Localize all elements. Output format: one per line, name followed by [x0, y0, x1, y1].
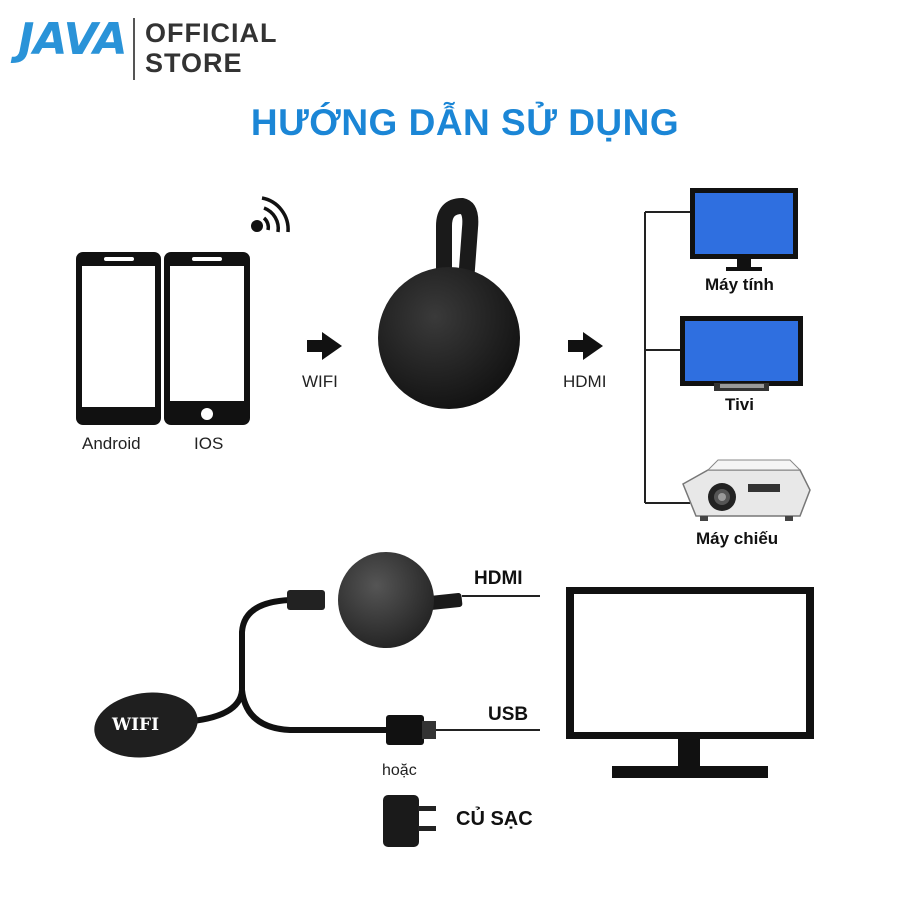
chromecast-dongle-icon	[378, 197, 520, 409]
wifi-antenna-icon	[94, 692, 198, 758]
android-phone-icon	[76, 252, 161, 425]
arrow-right-icon-hdmi	[568, 332, 603, 360]
large-monitor-icon	[566, 587, 814, 778]
setup-usb-label: USB	[488, 704, 529, 725]
charger-icon	[383, 795, 436, 847]
output-label-tv: Tivi	[725, 395, 754, 414]
ios-phone-icon	[164, 252, 250, 425]
monitor-icon	[690, 188, 798, 271]
output-label-computer: Máy tính	[705, 275, 774, 294]
brand-line-official: OFFICIAL	[145, 18, 278, 48]
brand-divider	[133, 18, 135, 80]
wifi-label: WIFI	[302, 372, 338, 391]
hdmi-label: HDMI	[563, 372, 607, 391]
arrow-right-icon-wifi	[307, 332, 342, 360]
micro-usb-plug-icon	[287, 590, 325, 610]
usb-plug-icon	[386, 715, 436, 745]
projector-icon	[682, 459, 811, 521]
charger-label: CỦ SẠC	[456, 808, 533, 830]
brand-logo: JAVA	[18, 14, 128, 65]
output-label-projector: Máy chiếu	[696, 529, 779, 548]
ios-label: IOS	[194, 434, 224, 453]
cable	[179, 597, 391, 733]
setup-hdmi-label: HDMI	[474, 568, 523, 589]
dongle-setup-icon	[338, 552, 463, 648]
android-label: Android	[82, 434, 141, 453]
brand-name: OFFICIAL STORE	[145, 18, 277, 78]
or-label: hoặc	[382, 762, 417, 779]
wifi-icon	[251, 196, 290, 233]
page-title: HƯỚNG DẪN SỬ DỤNG	[250, 102, 680, 143]
brand-line-store: STORE	[145, 48, 243, 78]
tv-icon	[680, 316, 803, 391]
wifi-antenna-label: WIFI	[112, 715, 160, 735]
